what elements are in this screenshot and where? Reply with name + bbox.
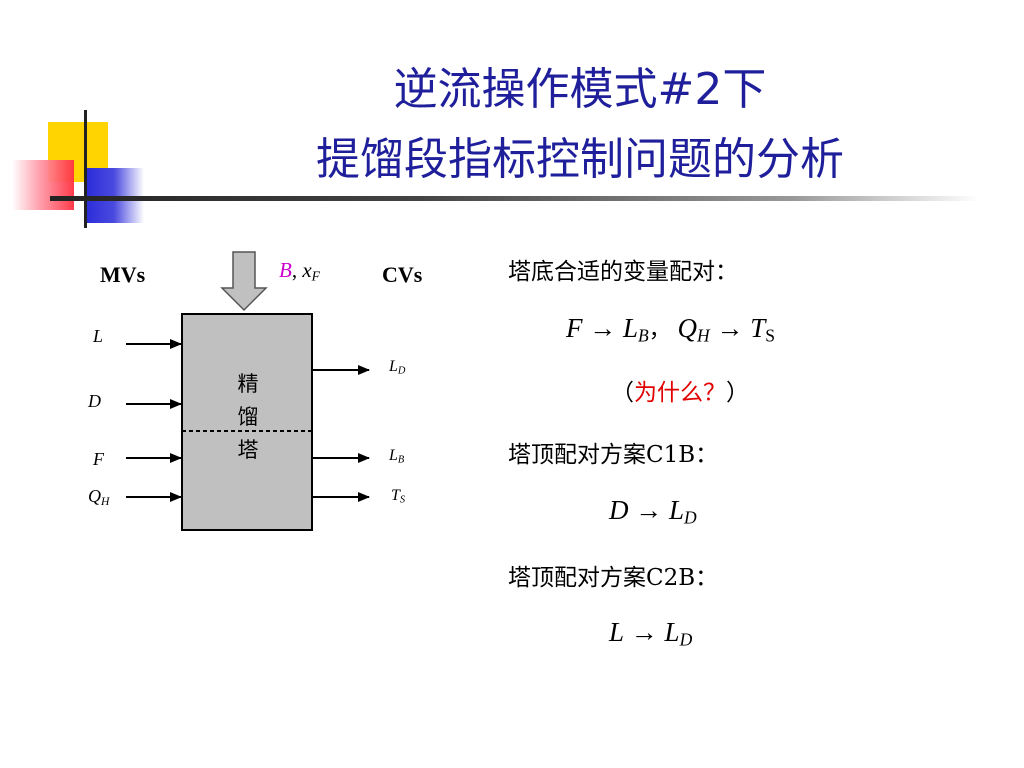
eq1-b: L bbox=[623, 313, 639, 343]
why-text: 为什么？ bbox=[634, 380, 726, 406]
why-open: （ bbox=[611, 380, 634, 406]
column-char-2: 馏 bbox=[237, 405, 259, 429]
red-square bbox=[12, 160, 74, 210]
bottom-pairing-heading: 塔底合适的变量配对： bbox=[508, 259, 738, 285]
eq2-b: L bbox=[669, 495, 685, 525]
output-label-lb: LB bbox=[389, 447, 404, 466]
bottom-pairing-equation: F → LB， QH → TS bbox=[566, 312, 775, 346]
feed-label-x-sub: F bbox=[311, 268, 320, 284]
c1b-equation: D → LD bbox=[609, 495, 697, 528]
input-label-d: D bbox=[88, 391, 101, 412]
feed-label: B, xF bbox=[279, 258, 320, 284]
eq3-arrow: → bbox=[630, 617, 658, 647]
eq1-arrow2: → bbox=[716, 313, 744, 343]
eq1-d-sub: S bbox=[765, 325, 775, 346]
column-char-3: 塔 bbox=[237, 438, 259, 462]
input-label-l: L bbox=[93, 326, 103, 347]
output-label-ts-main: T bbox=[391, 487, 400, 504]
column-label: 精 馏 塔 bbox=[228, 368, 268, 467]
eq3-b-sub: D bbox=[679, 629, 693, 650]
eq2-a: D bbox=[609, 495, 629, 525]
page-title-line2: 提馏段指标控制问题的分析 bbox=[316, 134, 844, 185]
output-label-lb-sub: B bbox=[397, 454, 405, 466]
eq1-c-sub: H bbox=[697, 325, 710, 346]
cvs-label: CVs bbox=[382, 262, 423, 287]
feed-label-b: B bbox=[279, 258, 292, 282]
title-rule bbox=[50, 196, 980, 201]
output-label-lb-main: L bbox=[389, 447, 398, 464]
c2b-equation: L → LD bbox=[609, 617, 692, 650]
blue-square bbox=[84, 168, 144, 223]
column-char-1: 精 bbox=[237, 372, 259, 396]
eq1-sep: ， bbox=[648, 317, 671, 342]
page-title-line1: 逆流操作模式#2下 bbox=[393, 64, 767, 115]
column-box bbox=[181, 313, 313, 531]
input-label-qh: QH bbox=[88, 486, 109, 508]
eq1-a: F bbox=[566, 313, 583, 343]
eq3-a: L bbox=[609, 617, 625, 647]
output-label-ld-sub: D bbox=[397, 365, 406, 377]
feed-label-sep: , bbox=[291, 258, 303, 282]
why-close: ） bbox=[726, 380, 749, 406]
output-label-ts: TS bbox=[391, 487, 405, 506]
feed-label-x: x bbox=[302, 258, 312, 282]
top-scheme-c1b-heading: 塔顶配对方案C1B： bbox=[508, 442, 719, 468]
mvs-label: MVs bbox=[100, 262, 146, 287]
input-label-f-main: F bbox=[93, 449, 104, 469]
output-label-ld-main: L bbox=[389, 358, 398, 375]
eq3-b: L bbox=[664, 617, 680, 647]
feed-arrow bbox=[220, 251, 268, 312]
input-label-l-main: L bbox=[93, 326, 104, 346]
input-label-d-main: D bbox=[88, 391, 101, 411]
top-scheme-c2b-heading: 塔顶配对方案C2B： bbox=[508, 565, 719, 591]
eq1-d: T bbox=[750, 313, 766, 343]
input-label-qh-main: Q bbox=[88, 486, 101, 506]
eq1-c: Q bbox=[677, 313, 698, 343]
eq1-arrow1: → bbox=[589, 313, 617, 343]
input-label-f: F bbox=[93, 449, 104, 470]
eq2-arrow: → bbox=[635, 495, 663, 525]
vertical-line bbox=[84, 110, 87, 228]
output-label-ld: LD bbox=[389, 358, 405, 377]
output-label-ts-sub: S bbox=[399, 494, 406, 506]
why-note: （为什么？） bbox=[611, 373, 749, 407]
input-label-qh-sub: H bbox=[101, 494, 110, 508]
eq2-b-sub: D bbox=[684, 507, 697, 528]
eq1-b-sub: B bbox=[638, 325, 649, 346]
